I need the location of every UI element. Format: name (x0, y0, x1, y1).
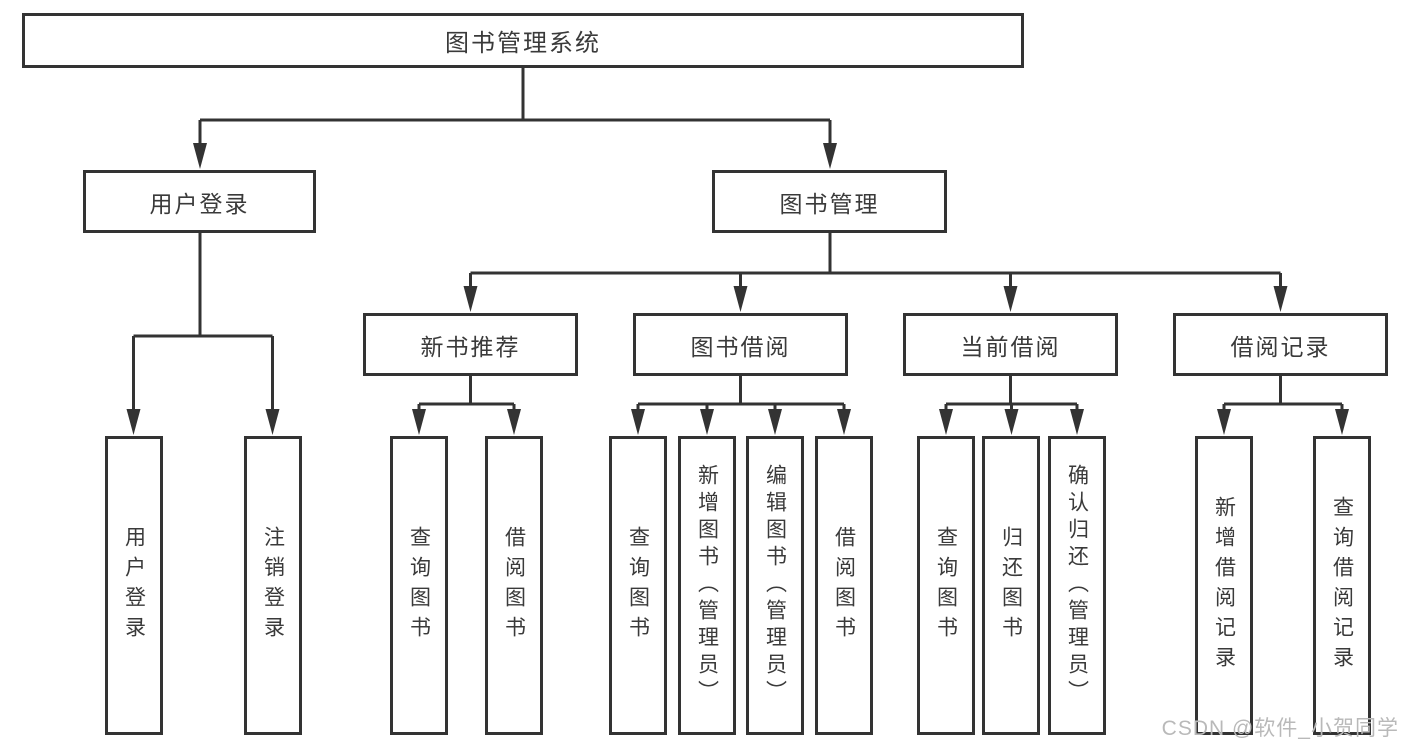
leaf-logout: 注销登录 (244, 436, 302, 735)
leaf-borrow-books-recommend: 借阅图书 (485, 436, 543, 735)
leaf-add-borrow-record: 新增借阅记录 (1195, 436, 1253, 735)
leaf-add-books-admin: 新增图书（管理员） (678, 436, 736, 735)
node-user-login: 用户登录 (83, 170, 316, 233)
leaf-borrow-books: 借阅图书 (815, 436, 873, 735)
leaf-query-books-recommend: 查询图书 (390, 436, 448, 735)
watermark: CSDN @软件_小贺同学 (1161, 717, 1399, 740)
node-new-book-recommend: 新书推荐 (363, 313, 578, 376)
leaf-edit-books-admin: 编辑图书（管理员） (746, 436, 804, 735)
leaf-return-books: 归还图书 (982, 436, 1040, 735)
leaf-query-books-borrow: 查询图书 (609, 436, 667, 735)
node-current-borrow: 当前借阅 (903, 313, 1118, 376)
leaf-query-borrow-record: 查询借阅记录 (1313, 436, 1371, 735)
node-book-borrow: 图书借阅 (633, 313, 848, 376)
node-borrow-records: 借阅记录 (1173, 313, 1388, 376)
node-root: 图书管理系统 (22, 13, 1024, 68)
leaf-query-books-current: 查询图书 (917, 436, 975, 735)
leaf-confirm-return-admin: 确认归还（管理员） (1048, 436, 1106, 735)
node-book-management: 图书管理 (712, 170, 947, 233)
leaf-user-login: 用户登录 (105, 436, 163, 735)
